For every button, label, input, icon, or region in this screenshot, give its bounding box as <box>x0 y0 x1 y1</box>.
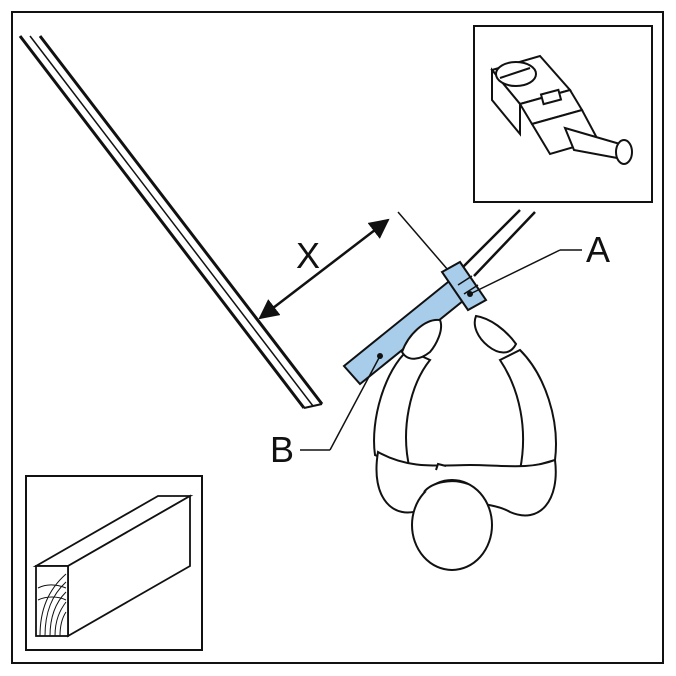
person <box>373 314 557 571</box>
tool-shaft <box>461 209 536 277</box>
bracket-a <box>440 260 488 312</box>
inset-wood-beam <box>25 475 203 651</box>
label-b: B <box>270 429 294 470</box>
label-a: A <box>586 229 610 270</box>
dimension-x: X <box>258 211 449 320</box>
wood-grain <box>37 573 67 637</box>
leader-a: A <box>467 229 610 297</box>
leader-b: B <box>270 353 383 470</box>
label-x: X <box>296 235 320 276</box>
inset-bolt-fitting <box>473 25 653 203</box>
rail <box>18 35 324 409</box>
